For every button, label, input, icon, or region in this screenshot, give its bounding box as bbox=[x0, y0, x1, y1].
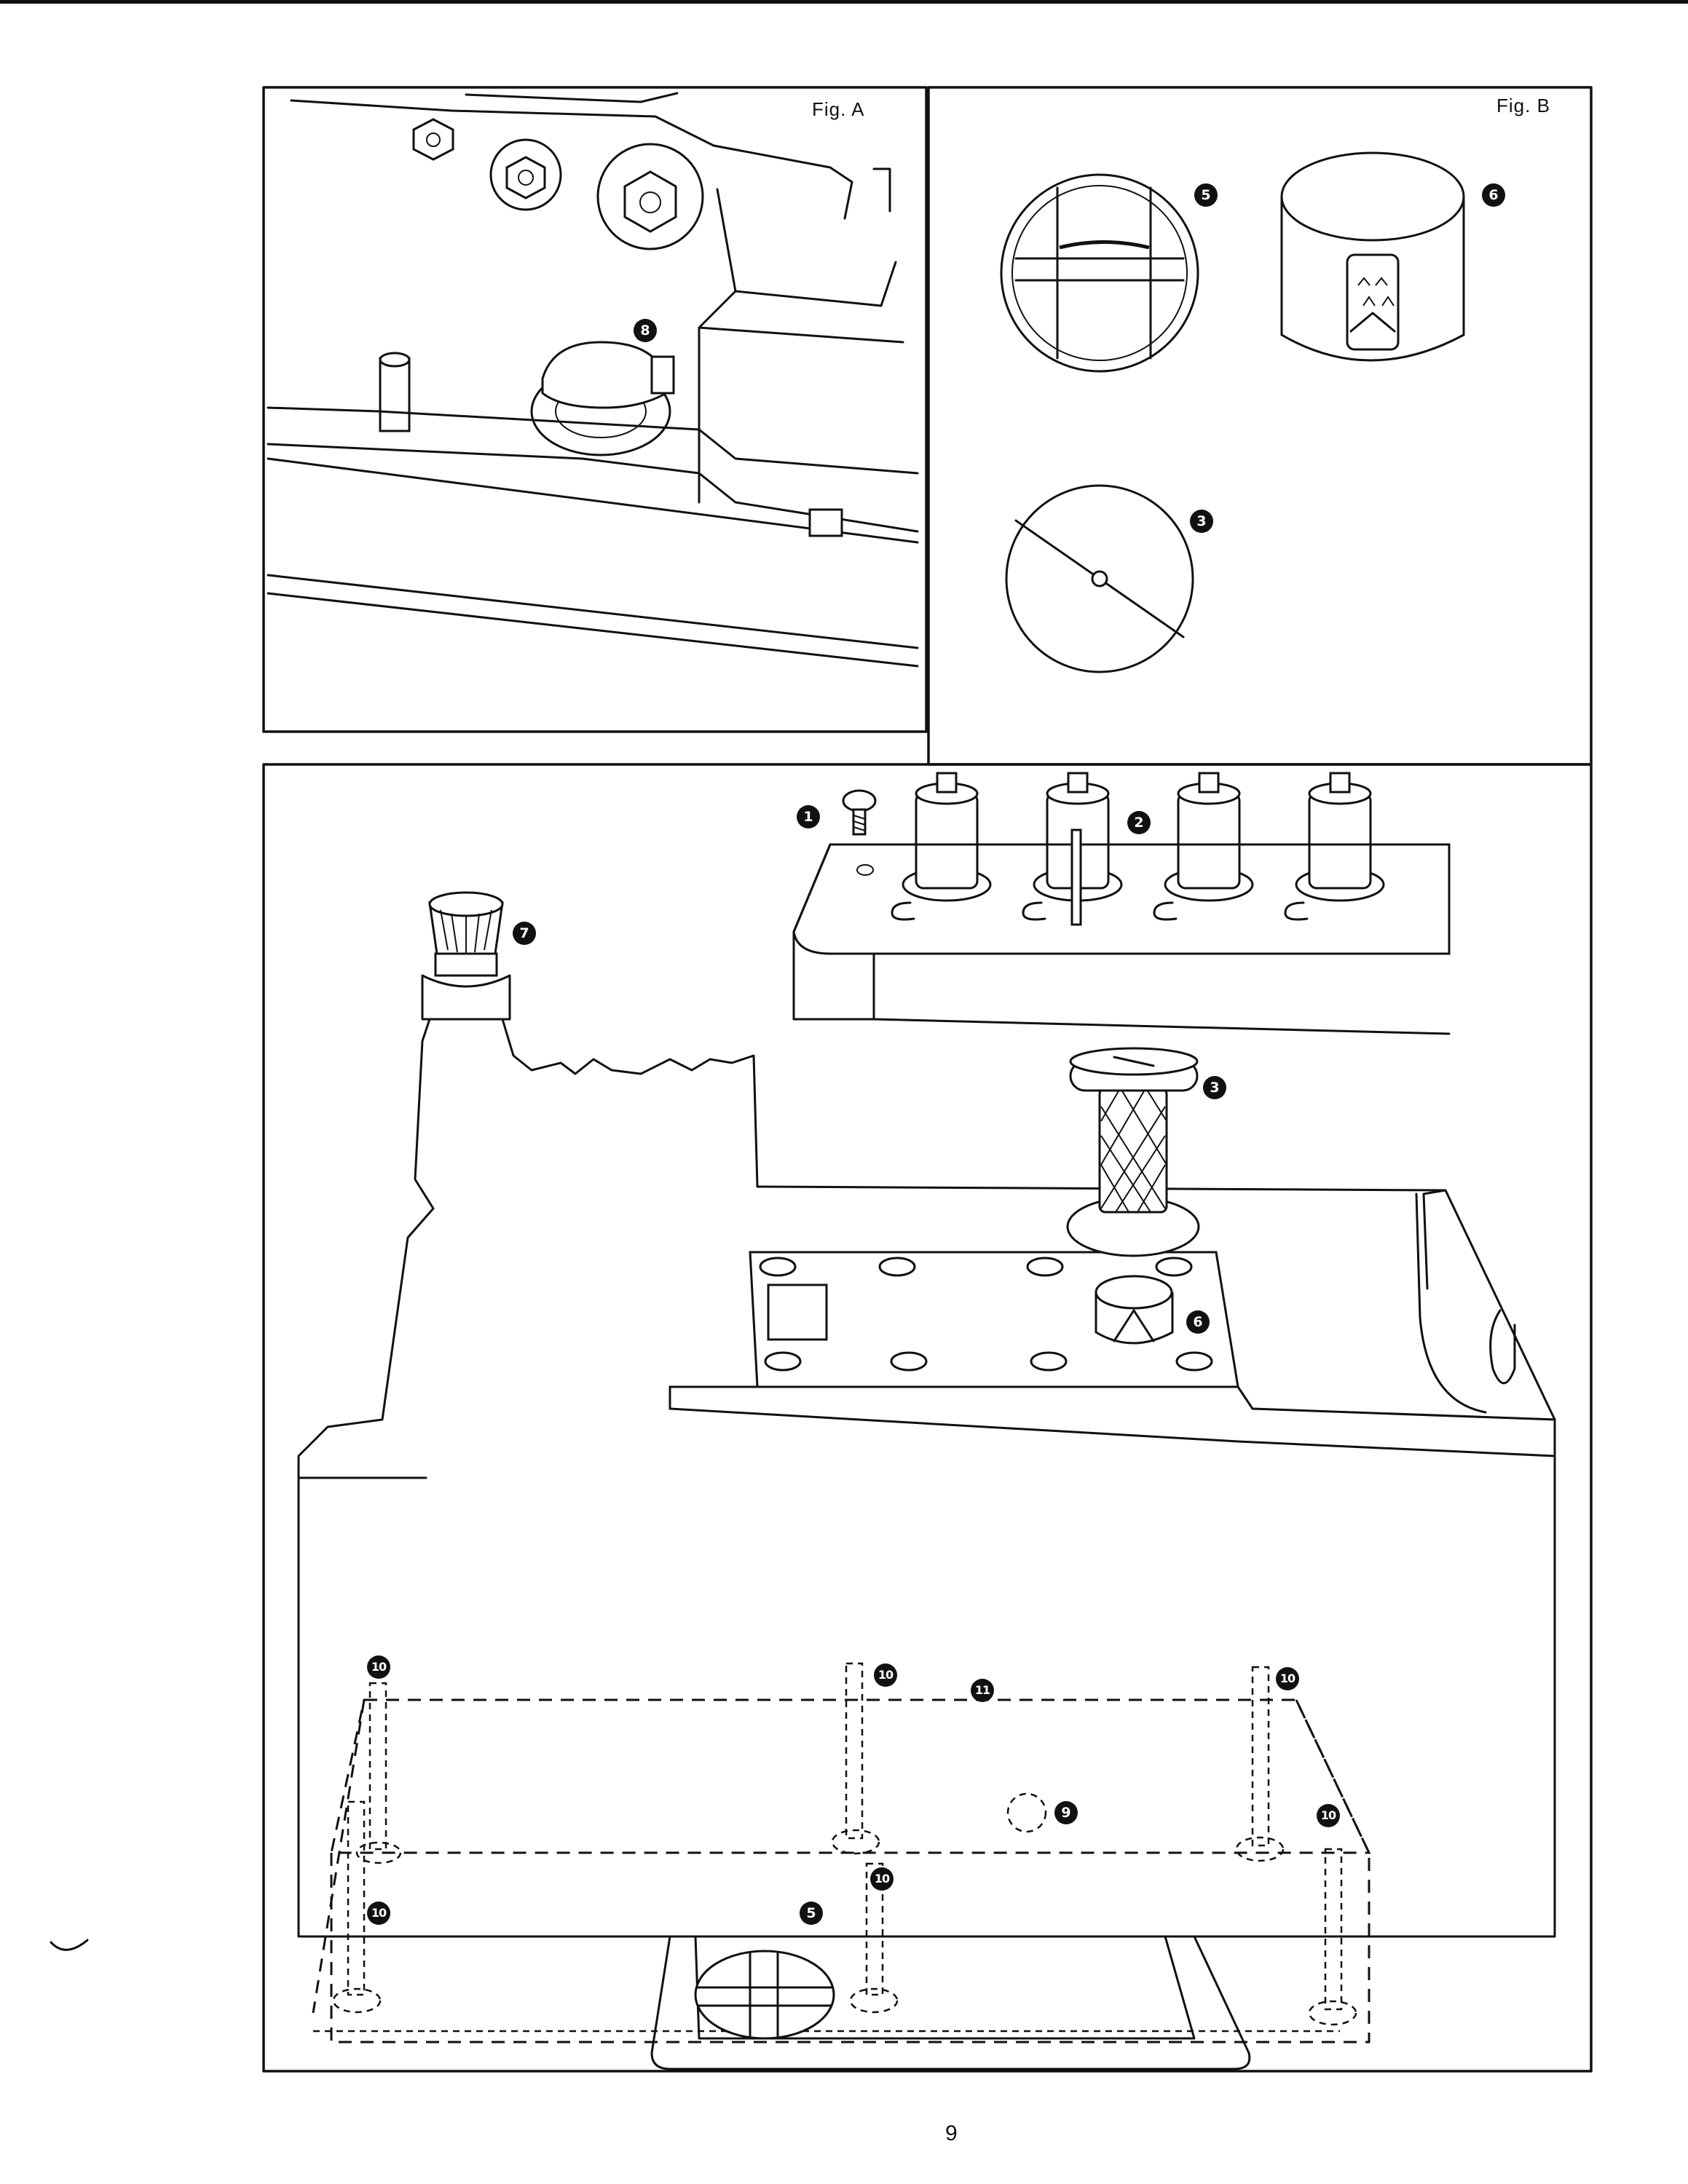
filter-cup bbox=[1095, 1275, 1174, 1345]
hex-nut-middle bbox=[489, 138, 562, 211]
main-view-panel bbox=[262, 763, 1593, 2073]
callout-8: 8 bbox=[634, 319, 657, 342]
callout-10-a: 10 bbox=[367, 1655, 390, 1679]
filter-cup-detail bbox=[1280, 151, 1465, 362]
pan-screw bbox=[831, 1662, 880, 1855]
sight-window bbox=[694, 1950, 835, 2040]
page-number: 9 bbox=[945, 2121, 958, 2145]
pan-screw bbox=[332, 1800, 382, 2014]
release-knob bbox=[530, 341, 675, 456]
pan-screw bbox=[1308, 1848, 1357, 2026]
callout-10-f: 10 bbox=[367, 1902, 390, 1925]
tension-dial-3 bbox=[1153, 772, 1254, 921]
callout-10-d: 10 bbox=[1317, 1804, 1340, 1827]
tension-dial-2 bbox=[1022, 772, 1123, 926]
pan-screw bbox=[849, 1862, 899, 2014]
callout-3: 3 bbox=[1203, 1076, 1226, 1099]
fig-a-panel bbox=[262, 86, 928, 733]
callout-2: 2 bbox=[1127, 811, 1151, 834]
cap-disk-detail bbox=[1005, 484, 1194, 673]
hex-nut-left bbox=[412, 118, 454, 161]
bottom-bracket bbox=[650, 1935, 1251, 2070]
pan-screws bbox=[332, 1662, 1357, 2026]
fig-b-panel bbox=[927, 86, 1593, 766]
callout-1: 1 bbox=[797, 805, 820, 828]
drain-plug bbox=[1006, 1792, 1047, 1833]
callout-10-c: 10 bbox=[1276, 1667, 1299, 1690]
tension-dial-4 bbox=[1284, 772, 1385, 921]
locating-pin bbox=[379, 352, 411, 432]
callout-5: 5 bbox=[800, 1902, 823, 1925]
callout-3-fig-b: 3 bbox=[1190, 510, 1213, 533]
fig-b-label: Fig. B bbox=[1496, 95, 1550, 116]
sight-window-detail bbox=[1000, 173, 1199, 373]
callout-10-b: 10 bbox=[874, 1663, 897, 1687]
callout-5-fig-b: 5 bbox=[1194, 183, 1218, 207]
oil-cap-assembly bbox=[1066, 1047, 1200, 1257]
callout-9: 9 bbox=[1054, 1801, 1078, 1824]
callout-10-e: 10 bbox=[870, 1867, 894, 1891]
callout-6-fig-b: 6 bbox=[1482, 183, 1505, 207]
pan-screw bbox=[1235, 1666, 1285, 1862]
top-rule bbox=[0, 0, 1688, 4]
callout-11: 11 bbox=[971, 1679, 994, 1702]
thread-tension-bar bbox=[792, 772, 1451, 1035]
hex-nut-right bbox=[596, 143, 704, 250]
margin-mark bbox=[50, 1939, 89, 1951]
needle-plate-screws bbox=[759, 1257, 1213, 1372]
machine-body bbox=[297, 1018, 1556, 1938]
callout-7: 7 bbox=[513, 922, 536, 945]
oil-pan-dashed bbox=[312, 1698, 1371, 2043]
fig-a-label: Fig. A bbox=[812, 98, 865, 120]
adjust-knob bbox=[421, 891, 511, 1021]
tension-dial-1 bbox=[891, 772, 992, 921]
set-screw bbox=[842, 789, 877, 836]
callout-6: 6 bbox=[1186, 1310, 1210, 1334]
pan-screw bbox=[355, 1682, 402, 1864]
